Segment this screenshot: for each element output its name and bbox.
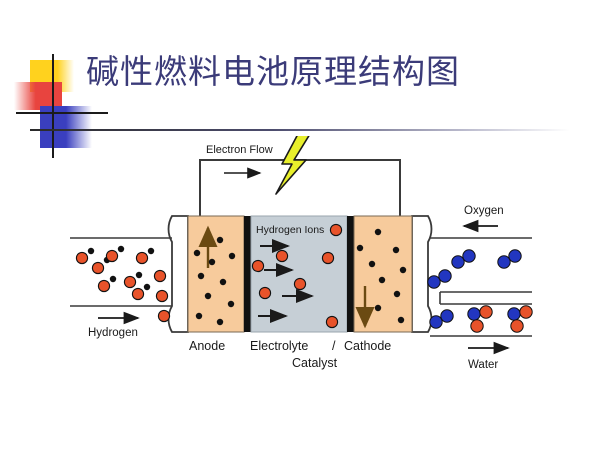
water-outlet: Water: [430, 305, 533, 371]
cell-body-outline: [167, 215, 433, 333]
water-molecules: [467, 305, 533, 333]
title-underline-rule: [30, 129, 570, 131]
lightning-bolt-icon: [275, 136, 310, 195]
decor-vertical-line: [52, 54, 54, 158]
hydrogen-label: Hydrogen: [88, 327, 138, 339]
water-label: Water: [468, 359, 498, 371]
hydrogen-inlet: Hydrogen: [70, 237, 172, 339]
electron-flow-label: Electron Flow: [206, 144, 273, 156]
decor-horizontal-line: [16, 112, 108, 114]
external-circuit-wire: [199, 159, 401, 216]
cathode-catalyst-bar: [347, 216, 354, 332]
anode-label: Anode: [189, 339, 225, 353]
anode-region: [187, 215, 251, 333]
page-title: 碱性燃料电池原理结构图: [86, 52, 460, 91]
electrolyte-region: Hydrogen Ions: [250, 215, 348, 333]
oxygen-label: Oxygen: [464, 205, 504, 217]
decor-square-red: [14, 82, 62, 110]
oxygen-inlet: Oxygen: [427, 205, 532, 329]
title-block: 碱性燃料电池原理结构图: [0, 46, 600, 158]
oxygen-molecules: [427, 249, 522, 329]
cathode-region: [347, 215, 413, 333]
hydrogen-ions-label: Hydrogen Ions: [256, 224, 324, 236]
catalyst-pointer: /: [332, 339, 336, 353]
electrolyte-label: Electrolyte: [250, 339, 308, 353]
cathode-label: Cathode: [344, 339, 391, 353]
fuel-cell-diagram: Electron Flow Hydrogen Ions: [60, 136, 540, 396]
catalyst-label: Catalyst: [292, 356, 338, 370]
anode-catalyst-bar: [244, 216, 251, 332]
